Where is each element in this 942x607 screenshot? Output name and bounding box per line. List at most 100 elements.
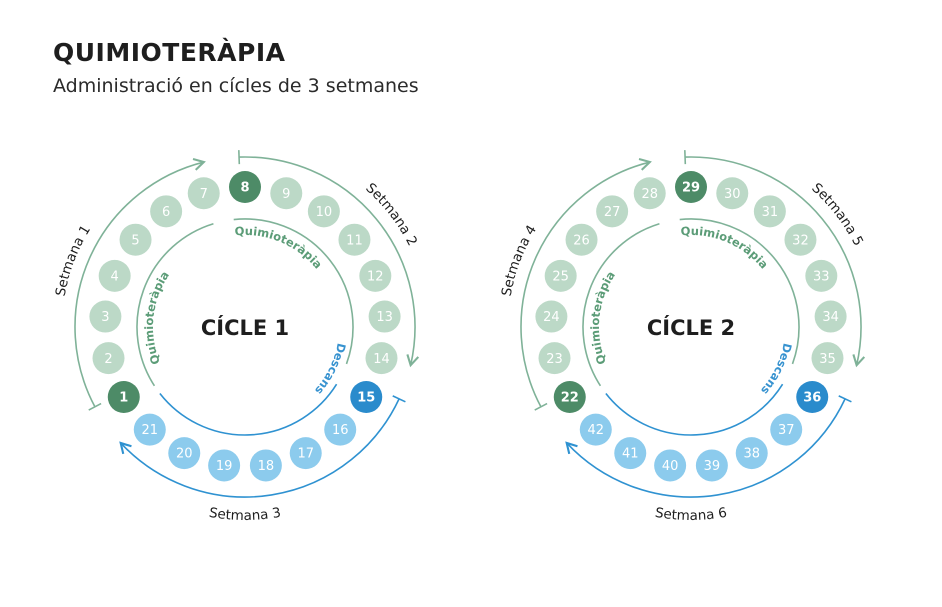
day-circle xyxy=(596,195,629,228)
week-3-arc xyxy=(565,398,846,498)
day-marker: 20 xyxy=(168,437,201,470)
day-circle xyxy=(716,177,749,210)
day-marker: 28 xyxy=(633,177,666,210)
inner-label-chemo-top: Quimioteràpia xyxy=(680,224,771,272)
day-number: 11 xyxy=(346,233,363,248)
day-marker: 34 xyxy=(814,300,847,333)
day-marker: 31 xyxy=(753,195,786,228)
day-marker: 39 xyxy=(695,449,728,482)
day-number: 41 xyxy=(622,447,639,462)
day-circle xyxy=(675,171,707,203)
day-marker: 37 xyxy=(770,413,803,446)
inner-rest-arc xyxy=(605,383,784,436)
day-number: 14 xyxy=(373,352,390,367)
week-label-1: Setmana 1 xyxy=(53,222,94,297)
week-label-3: Setmana 3 xyxy=(208,505,282,524)
day-marker: 4 xyxy=(98,259,131,292)
cycle-label: CÍCLE 2 xyxy=(647,315,735,340)
day-number: 31 xyxy=(762,205,779,220)
day-marker: 19 xyxy=(208,449,241,482)
day-number: 40 xyxy=(662,459,679,474)
day-circle xyxy=(365,342,398,375)
day-marker: 33 xyxy=(805,259,838,292)
day-circle xyxy=(368,300,401,333)
day-number: 20 xyxy=(176,447,193,462)
day-marker: 6 xyxy=(150,195,183,228)
day-circle xyxy=(735,437,768,470)
day-number: 17 xyxy=(297,447,314,462)
day-number: 23 xyxy=(546,352,563,367)
day-marker-treatment: 36 xyxy=(796,381,829,413)
day-circle xyxy=(811,342,844,375)
day-number: 39 xyxy=(704,459,721,474)
day-number: 25 xyxy=(552,269,569,284)
day-number: 9 xyxy=(282,187,290,202)
day-marker: 16 xyxy=(324,413,357,446)
week-label-2: Setmana 2 xyxy=(362,180,420,249)
day-circle xyxy=(338,223,371,256)
day-marker-treatment: 1 xyxy=(107,381,140,413)
day-number: 28 xyxy=(641,187,658,202)
day-circle xyxy=(695,449,728,482)
day-circle xyxy=(579,413,612,446)
week-1-arc xyxy=(520,157,652,408)
inner-label-rest: Descans xyxy=(758,342,795,398)
day-circle xyxy=(654,449,687,482)
day-marker: 35 xyxy=(811,342,844,375)
cycle-label: CÍCLE 1 xyxy=(201,315,289,340)
day-circle xyxy=(544,259,577,292)
day-marker: 26 xyxy=(565,223,598,256)
day-number: 21 xyxy=(142,423,159,438)
day-marker: 5 xyxy=(119,223,152,256)
week-2-arc xyxy=(239,156,420,368)
day-marker-treatment: 22 xyxy=(553,381,586,413)
day-circle xyxy=(229,171,261,203)
inner-chemo-arc-left xyxy=(136,222,214,387)
day-number: 36 xyxy=(803,391,821,406)
day-marker: 30 xyxy=(716,177,749,210)
day-number: 10 xyxy=(316,205,333,220)
day-marker: 9 xyxy=(270,177,303,210)
day-number: 15 xyxy=(357,391,375,406)
day-marker: 3 xyxy=(89,300,122,333)
day-circle xyxy=(538,342,571,375)
day-circle xyxy=(324,413,357,446)
day-number: 38 xyxy=(743,447,760,462)
day-circle xyxy=(796,381,829,413)
inner-chemo-arc-left xyxy=(582,222,660,387)
day-circle xyxy=(187,177,220,210)
inner-chemo-arc-right xyxy=(679,218,800,365)
day-number: 19 xyxy=(216,459,233,474)
day-marker: 25 xyxy=(544,259,577,292)
inner-label-chemo-top: Quimioteràpia xyxy=(234,224,325,272)
day-circle xyxy=(535,300,568,333)
day-marker: 32 xyxy=(784,223,817,256)
day-number: 34 xyxy=(822,310,839,325)
inner-label-rest: Descans xyxy=(312,342,349,398)
day-number: 8 xyxy=(240,181,249,196)
day-circle xyxy=(359,259,392,292)
day-number: 37 xyxy=(778,423,795,438)
day-circle xyxy=(614,437,647,470)
day-circle xyxy=(770,413,803,446)
day-circle xyxy=(633,177,666,210)
day-marker: 14 xyxy=(365,342,398,375)
day-marker: 2 xyxy=(92,342,125,375)
day-circle xyxy=(553,381,586,413)
day-circle xyxy=(208,449,241,482)
day-circle xyxy=(98,259,131,292)
day-circle xyxy=(565,223,598,256)
day-number: 16 xyxy=(332,423,349,438)
day-number: 30 xyxy=(724,187,741,202)
day-circle xyxy=(289,437,322,470)
inner-chemo-arc-right xyxy=(233,218,354,365)
day-circle xyxy=(805,259,838,292)
day-marker: 12 xyxy=(359,259,392,292)
week-label-1: Setmana 4 xyxy=(499,222,540,297)
cycle-1: Setmana 1 Setmana 2 Setmana 3 Quimioteràpia… xyxy=(53,150,420,524)
day-circle xyxy=(350,381,383,413)
inner-rest-arc xyxy=(159,383,338,436)
day-marker: 42 xyxy=(579,413,612,446)
